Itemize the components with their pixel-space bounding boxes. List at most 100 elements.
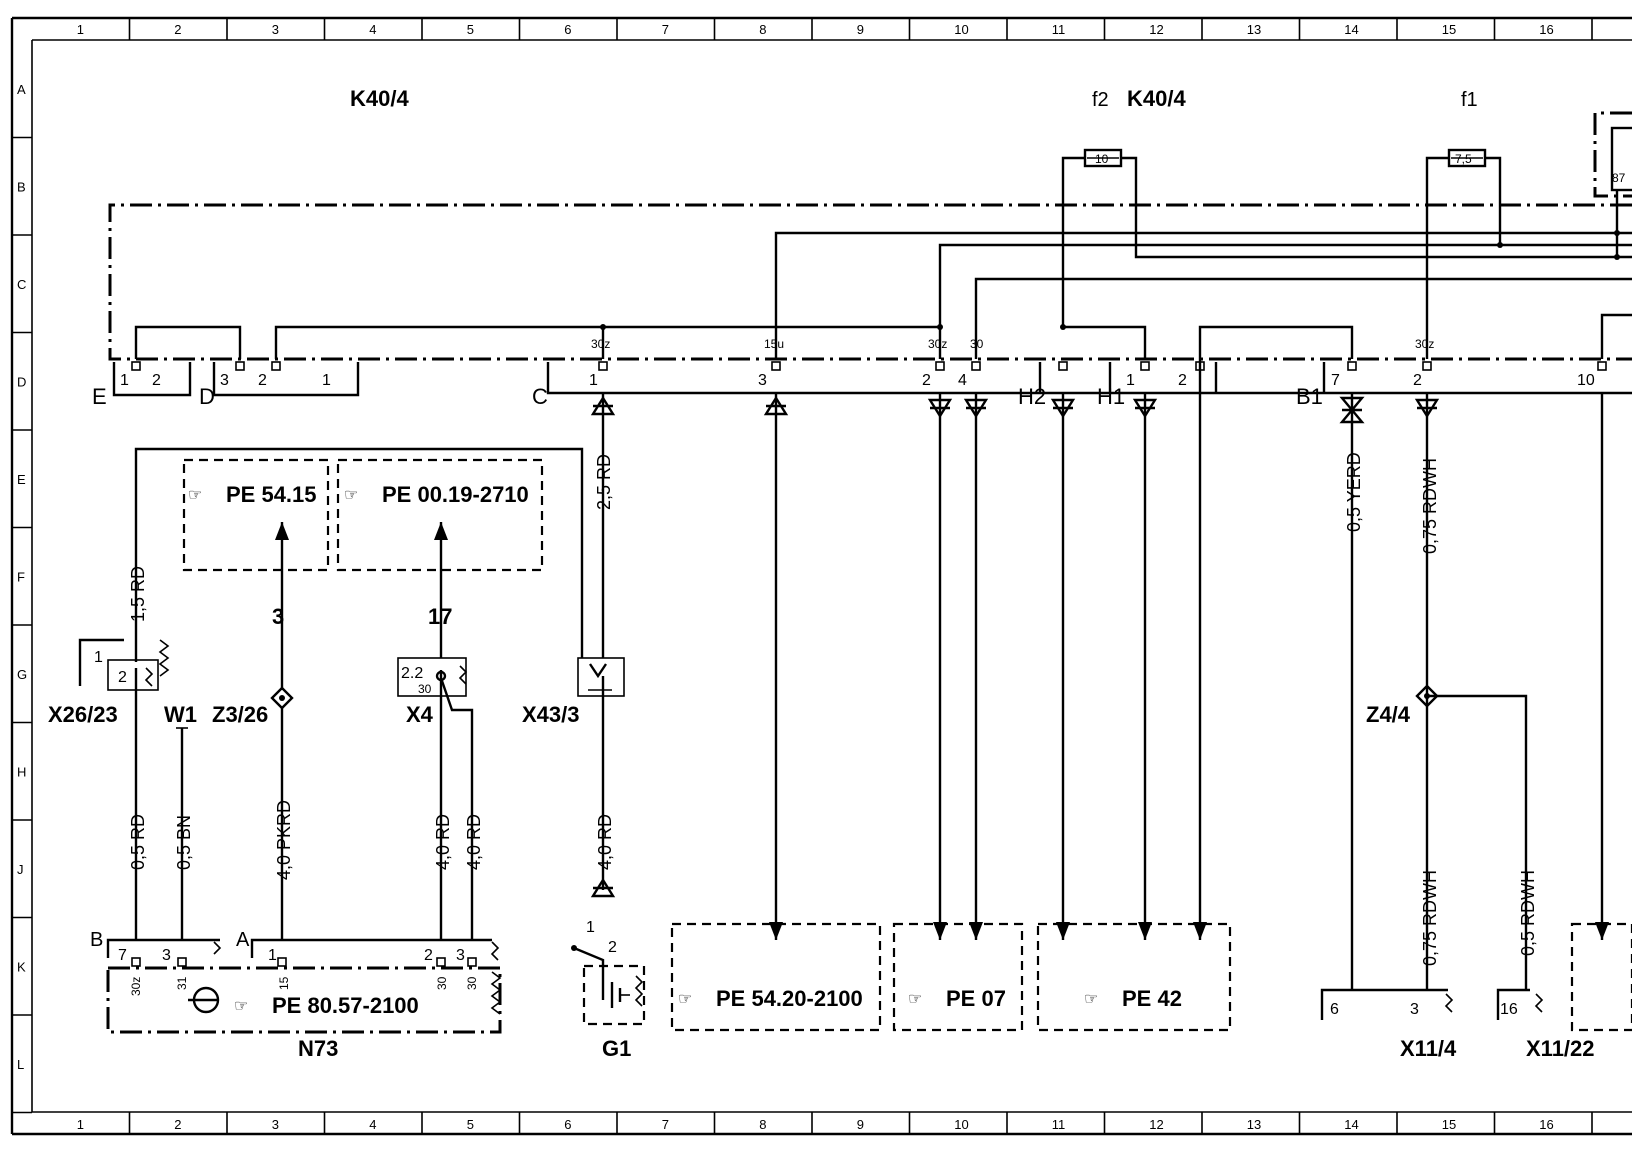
n73-terminal-30b: 30 [465, 976, 479, 990]
grid-column-label: 16 [1539, 22, 1553, 37]
pe-54-20-box[interactable] [670, 922, 882, 1032]
grid-column-label: 13 [1247, 22, 1261, 37]
x26-23-connector: 1 2 [78, 638, 170, 691]
x4-connector: 2.2 30 [397, 657, 468, 697]
connector-b1: B1 [1296, 384, 1323, 409]
wire-2-5-rd: 2,5 RD [594, 454, 614, 510]
n73-connector-b: B [90, 929, 103, 951]
f2-label: f2 [1092, 89, 1109, 111]
grid-column-label: 14 [1344, 22, 1358, 37]
pin-stub [1422, 361, 1432, 371]
pe-54-20-ref[interactable]: PE 54.20-2100 [716, 986, 863, 1011]
grid-column-label: 9 [857, 1117, 864, 1132]
f1-label: f1 [1461, 89, 1478, 111]
pe-00-19-box[interactable] [336, 458, 544, 572]
pe-80-57-ref[interactable]: PE 80.57-2100 [272, 993, 419, 1018]
x11-4-pin-3: 3 [1410, 1001, 1419, 1018]
pin-c4: 4 [958, 372, 967, 389]
n73-terminal-31: 31 [175, 976, 189, 990]
grid-column-label: 11 [1052, 22, 1066, 37]
n73-terminal-30a: 30 [435, 976, 449, 990]
z3-26-label: Z3/26 [212, 702, 268, 727]
grid-column-label: 1 [77, 22, 84, 37]
pin-h1-1: 1 [1126, 372, 1135, 389]
grid-column-label: 2 [174, 1117, 181, 1132]
pin-stub [131, 957, 141, 967]
pe-54-15-ref[interactable]: PE 54.15 [226, 482, 317, 507]
pin-stub [271, 361, 281, 371]
pe-07-box[interactable] [892, 922, 1024, 1032]
wire-0-5-rdwh: 0,5 RDWH [1518, 870, 1538, 956]
pin-h1-2: 2 [1178, 372, 1187, 389]
pin-stub [177, 957, 187, 967]
pin-c3: 3 [758, 372, 767, 389]
relay-pin-87: 87 [1612, 171, 1626, 185]
terminal-30z-b: 30z [928, 337, 947, 351]
pin-stub [1058, 361, 1068, 371]
wire-4-0-rd-a: 4,0 RD [433, 814, 453, 870]
grid-row-label: C [17, 277, 26, 292]
x11-22-label: X11/22 [1526, 1036, 1595, 1061]
pe-42-ref[interactable]: PE 42 [1122, 986, 1182, 1011]
x26-23-label: X26/23 [48, 702, 118, 727]
pin-stub [1597, 361, 1607, 371]
n73-label: N73 [298, 1036, 338, 1061]
pointing-hand-icon: ☞ [1084, 991, 1098, 1008]
grid-column-label: 1 [77, 1117, 84, 1132]
fuse-f1-rating: 7,5 [1455, 152, 1472, 166]
grid-column-label: 9 [857, 22, 864, 37]
grid-column-label: 12 [1149, 1117, 1163, 1132]
grid-column-label: 14 [1344, 1117, 1358, 1132]
grid-column-label: 8 [759, 22, 766, 37]
pointing-hand-icon: ☞ [344, 487, 358, 504]
connector-e: E [92, 384, 107, 409]
pe-54-15-box[interactable] [182, 458, 330, 572]
grid-column-label: 5 [467, 22, 474, 37]
grid-labels: 1122334455667788991010111112121313141415… [17, 22, 1554, 1132]
x11-22-pin-16: 16 [1500, 1001, 1518, 1018]
connector-c: C [532, 384, 548, 409]
n73-pin-7: 7 [118, 947, 127, 964]
internal-buses [134, 190, 1632, 359]
wire-number-3: 3 [272, 604, 284, 629]
fuse-f2-rating: 10 [1095, 152, 1109, 166]
x4-label: X4 [406, 702, 434, 727]
grid-column-label: 4 [369, 22, 376, 37]
g1-pin-1: 1 [586, 919, 595, 936]
terminal-30z-c: 30z [1415, 337, 1434, 351]
pin-d3: 3 [220, 372, 229, 389]
grid-row-label: D [17, 374, 26, 389]
pin-c2: 2 [922, 372, 931, 389]
pin-b1-10: 10 [1577, 372, 1595, 389]
n73-pin-1: 1 [268, 947, 277, 964]
grid-row-label: L [17, 1057, 24, 1072]
grid-column-label: 6 [564, 22, 571, 37]
pe-00-19-ref[interactable]: PE 00.19-2710 [382, 482, 529, 507]
wire-0-5-rd: 0,5 RD [128, 814, 148, 870]
pe-07-ref[interactable]: PE 07 [946, 986, 1006, 1011]
wire-4-0-rd-c: 4,0 RD [595, 814, 615, 870]
drawing-frame [10, 16, 1632, 1136]
pin-stub [771, 361, 781, 371]
n73-pin-3b: 3 [456, 947, 465, 964]
pin-stub [235, 361, 245, 371]
wire-0-75-rdwh-top: 0,75 RDWH [1420, 458, 1440, 554]
x43-3-connector [577, 657, 625, 697]
grid-column-label: 5 [467, 1117, 474, 1132]
x11-connectors: 6 3 16 [1320, 988, 1544, 1020]
x4-pin-2-2: 2.2 [401, 665, 423, 682]
connector-d: D [199, 384, 215, 409]
terminal-15u: 15u [764, 337, 784, 351]
wire-0-5-yerd: 0,5 YERD [1344, 452, 1364, 532]
pointing-hand-icon: ☞ [678, 991, 692, 1008]
g1-label: G1 [602, 1036, 631, 1061]
z4-4-splice [1415, 684, 1439, 708]
grid-ticks [12, 18, 1593, 1134]
pin-d1: 1 [322, 372, 331, 389]
pin-c1: 1 [589, 372, 598, 389]
x11-4-pin-6: 6 [1330, 1001, 1339, 1018]
pe-42-box[interactable] [1036, 922, 1232, 1032]
connector-h1: H1 [1097, 384, 1125, 409]
pin-b1-2: 2 [1413, 372, 1422, 389]
x4-pin-30: 30 [418, 682, 432, 696]
